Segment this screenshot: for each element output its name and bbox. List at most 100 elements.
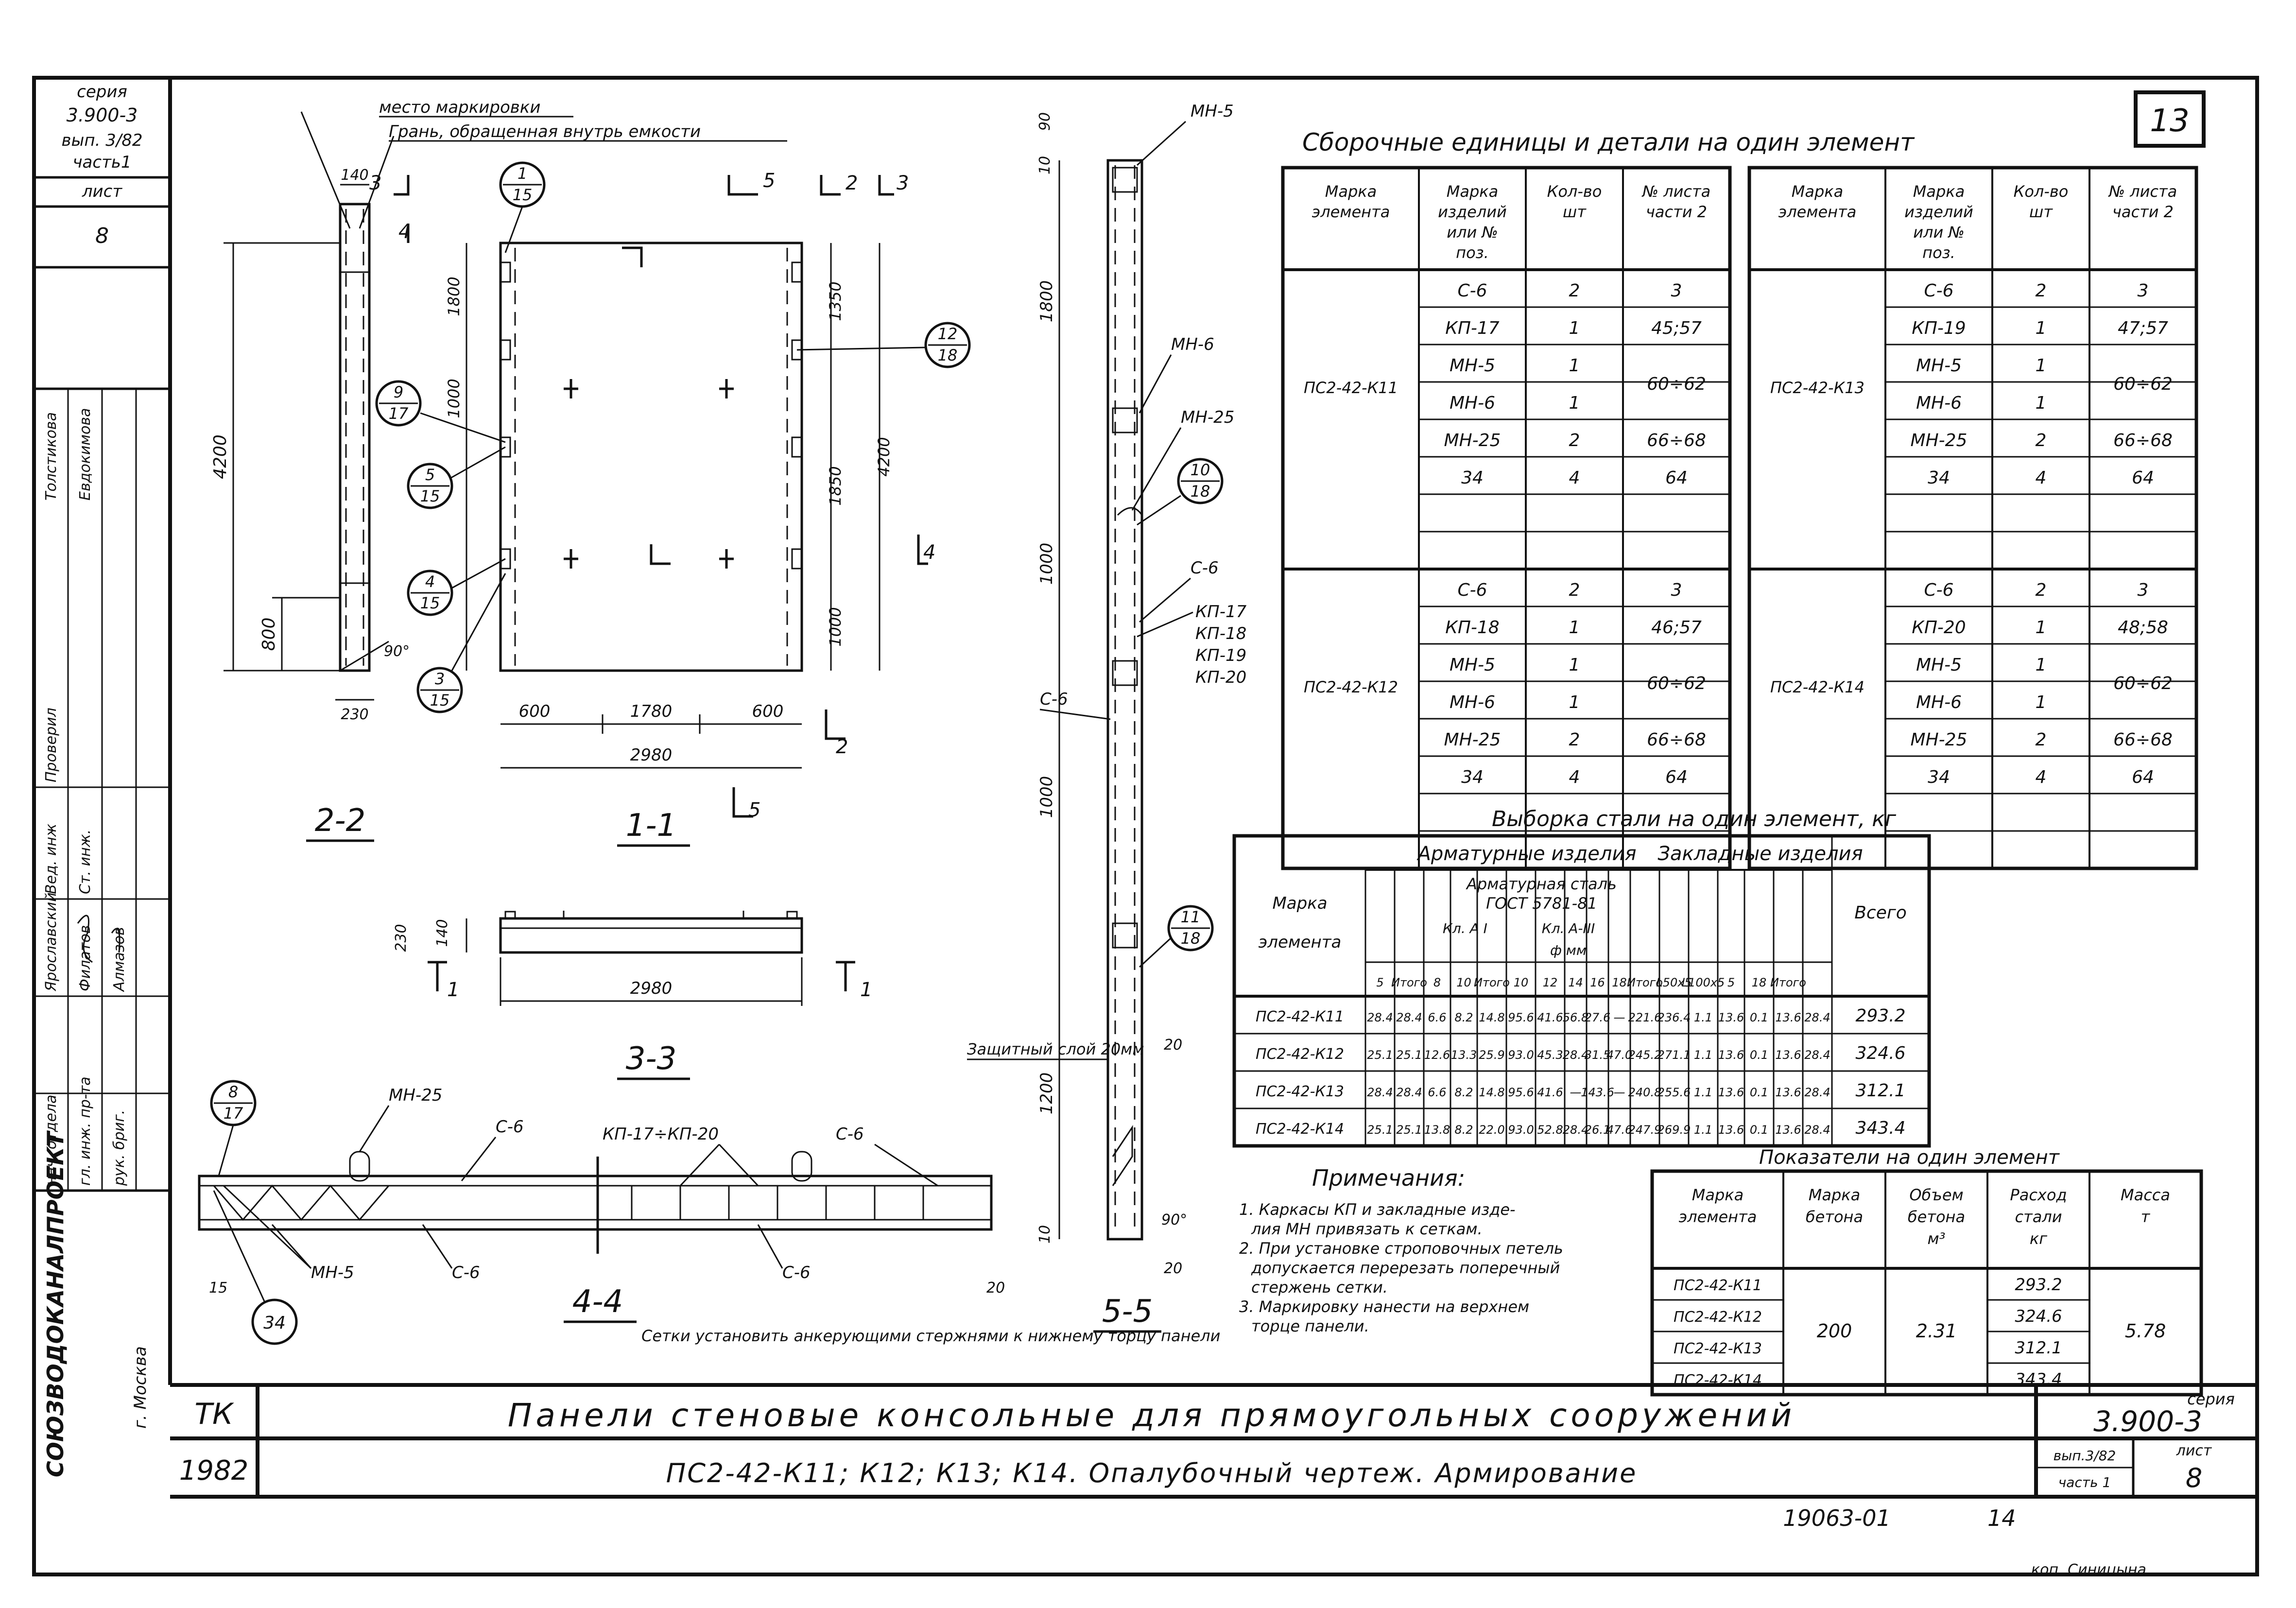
steel-row-value: 52.8	[1537, 1123, 1563, 1137]
assembly-header-cell: элемента	[1778, 203, 1857, 221]
steel-row-mark: ПС2-42-К11	[1256, 1008, 1344, 1025]
assembly-header-cell: № листа	[2108, 182, 2177, 201]
assembly-item-sheet: 64	[2132, 767, 2154, 787]
steel-row-value: 0.1	[1750, 1086, 1768, 1099]
assembly-item-mark: МН-6	[1916, 393, 1962, 413]
steel-row-value: 93.0	[1508, 1048, 1534, 1062]
assembly-header-cell: Марка	[1913, 182, 1965, 201]
section-mark-5-bottom: 5	[748, 799, 760, 821]
assembly-item-mark: МН-6	[1450, 692, 1495, 712]
svg-text:17: 17	[389, 404, 409, 423]
dim-1850: 1850	[826, 466, 845, 505]
protective-layer-label: Защитный слой 20мм	[967, 1040, 1144, 1058]
steel-table: Выборка стали на один элемент, кг Армату…	[1232, 807, 1931, 1148]
indicators-header-cell: Марка	[1809, 1186, 1860, 1204]
assembly-header-cell: Марка	[1447, 182, 1498, 201]
label-kp17: КП-17	[1195, 602, 1247, 622]
indicators-header-cell: стали	[2015, 1208, 2062, 1226]
dim-600-right: 600	[752, 702, 784, 721]
steel-subheader-cell: 5	[1376, 976, 1383, 989]
svg-text:9: 9	[394, 383, 403, 401]
steel-row-value: 45.3	[1537, 1048, 1563, 1062]
steel-row-value: 1.1	[1694, 1011, 1712, 1024]
assembly-element-mark: ПС2-42-К13	[1770, 379, 1864, 397]
steel-row-value: 25.1	[1367, 1123, 1393, 1137]
assembly-item-sheet: 3	[2138, 281, 2149, 301]
svg-text:18: 18	[1191, 482, 1210, 501]
indicators-header-cell: т	[2141, 1208, 2151, 1226]
steel-row-value: 41.6	[1537, 1086, 1563, 1099]
steel-row-value: 13.6	[1775, 1123, 1801, 1137]
callout-11-18	[1167, 905, 1214, 951]
steel-header-armsteel: Арматурная сталь	[1466, 875, 1617, 893]
assembly-item-qty: 2	[2036, 281, 2047, 301]
assembly-item-sheet: 64	[2132, 468, 2154, 488]
page-number: 13	[2150, 103, 2189, 139]
steel-row-value: 95.6	[1508, 1086, 1534, 1099]
assembly-item-qty: 2	[1569, 730, 1580, 750]
tb-part: часть 1	[2058, 1474, 2111, 1490]
steel-row-value: 236.4	[1657, 1011, 1691, 1024]
dim-15: 15	[209, 1279, 227, 1297]
steel-subheader-cell: L50x5	[1656, 976, 1692, 989]
assembly-header-cell: поз.	[1456, 243, 1489, 262]
steel-subheader-cell: 12	[1543, 976, 1558, 989]
note-2a: 2. При установке строповочных петель	[1239, 1239, 1563, 1258]
indicators-steel: 312.1	[2015, 1338, 2062, 1358]
stamp-name-1: Ярославский	[43, 892, 60, 992]
view-label-4-4: 4-4	[572, 1284, 623, 1320]
assembly-item-qty: 4	[1569, 468, 1580, 488]
assembly-item-sheet: 3	[1671, 281, 1682, 301]
steel-row-value: 13.6	[1718, 1123, 1744, 1137]
steel-row-value: 28.4	[1396, 1086, 1422, 1099]
steel-subheader-cell: Итого	[1627, 976, 1663, 989]
steel-row-value: 255.6	[1657, 1086, 1691, 1099]
steel-row-value: 343.4	[1855, 1118, 1905, 1138]
steel-subheader-cell: Итого	[1474, 976, 1510, 989]
assembly-item-mark: МН-6	[1450, 393, 1495, 413]
stamp-sheet: 8	[95, 224, 109, 248]
view-label-5-5: 5-5	[1102, 1294, 1153, 1330]
assembly-item-sheet: 45;57	[1651, 318, 1702, 338]
view-1-1: 1800 1000 1350 1850 1000 4200 600 1780 6…	[369, 170, 935, 847]
dim-230-3-3: 230	[393, 924, 410, 951]
callout-3-15	[416, 667, 463, 713]
note-3a: 3. Маркировку нанести на верхнем	[1239, 1297, 1529, 1316]
stamp-issue: вып. 3/82	[61, 131, 142, 150]
angle-90-2-2: 90°	[384, 643, 410, 660]
angle-90-5-5: 90°	[1161, 1211, 1187, 1228]
assembly-item-mark: МН-5	[1450, 356, 1495, 376]
sheet-border	[32, 76, 2259, 1576]
steel-row-value: 13.6	[1775, 1011, 1801, 1024]
indicators-header-cell: бетона	[1806, 1208, 1863, 1226]
steel-row-value: 221.6	[1628, 1011, 1662, 1024]
steel-row-value: 41.6	[1537, 1011, 1563, 1024]
view-4-4: МН-25 С-6 КП-17÷КП-20 С-6 МН-5 С-6 С-6 8…	[198, 1080, 1220, 1345]
section-mark-3-top-left: 3	[369, 172, 381, 194]
view-3-3: 2980 230 140 1 1 3-3	[393, 911, 872, 1080]
assembly-item-qty: 1	[2036, 356, 2047, 376]
callout-9-17	[375, 380, 422, 427]
assembly-header-cell: № листа	[1641, 182, 1711, 201]
assembly-table-frame	[1281, 166, 1732, 870]
assembly-item-mark: 34	[1461, 767, 1484, 787]
svg-text:8: 8	[228, 1083, 238, 1101]
steel-header-mark: Марка	[1272, 894, 1327, 913]
dim-1780: 1780	[630, 702, 673, 721]
assembly-header-cell: элемента	[1312, 203, 1390, 221]
steel-row-value: 6.6	[1428, 1011, 1446, 1024]
indicators-header-cell: Объем	[1909, 1186, 1963, 1204]
steel-row-value: 293.2	[1855, 1006, 1905, 1026]
view-label-1-1: 1-1	[626, 808, 677, 844]
dim-2980-1-1: 2980	[630, 745, 673, 765]
steel-subheader-cell: 10	[1456, 976, 1471, 989]
steel-row-mark: ПС2-42-К12	[1256, 1046, 1344, 1063]
assembly-item-mark: С-6	[1457, 281, 1487, 301]
assembly-item-mark: 34	[1928, 468, 1950, 488]
steel-subheader-cell: Итого	[1391, 976, 1427, 989]
dim-90: 90	[1036, 112, 1053, 131]
dim-1000-1-1: 1000	[445, 379, 463, 418]
indicators-concrete: 200	[1817, 1320, 1852, 1342]
assembly-element-mark: ПС2-42-К14	[1770, 678, 1864, 696]
steel-row-value: 28.4	[1804, 1086, 1830, 1099]
